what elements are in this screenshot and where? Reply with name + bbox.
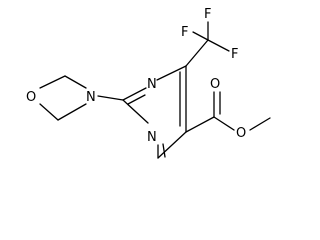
atom-o-ester: O <box>236 126 246 141</box>
bond-carbonyl-oester <box>213 116 235 131</box>
atom-o-carbonyl: O <box>210 77 220 92</box>
bond-n-morph-upper <box>64 75 87 89</box>
atom-n-morpholine: N <box>86 90 96 105</box>
bond-cf3-f-left <box>192 31 209 41</box>
molecule-structure: F F F N N N O O O <box>26 7 271 159</box>
structure-canvas: F F F N N N O O O <box>26 7 271 159</box>
bond-upper-o <box>39 75 66 89</box>
bond-c5-carbonyl <box>185 116 215 133</box>
bond-oester-methyl <box>249 117 271 131</box>
bond-n3-c2 <box>122 87 147 101</box>
bond-c6-c5 <box>157 131 187 159</box>
bond-n3-c2-inner <box>127 94 146 105</box>
atom-f-left: F <box>181 25 188 40</box>
pyrimidine-ring <box>122 65 187 159</box>
bond-c4-cf3 <box>185 39 209 67</box>
bond-c2-n-morph <box>97 95 124 101</box>
methyl-ester-group <box>185 91 271 133</box>
morpholine-ring <box>39 75 124 121</box>
atom-o-morpholine: O <box>26 90 36 105</box>
atom-f-top: F <box>204 7 211 22</box>
bond-lower-n-morph <box>57 103 87 121</box>
bond-c2-n1 <box>122 99 149 124</box>
atom-n-ring-lower: N <box>147 130 157 145</box>
trifluoromethyl-group <box>185 21 230 67</box>
bond-o-lower <box>39 103 59 121</box>
atom-n-ring-upper: N <box>147 77 157 92</box>
bond-cf3-f-right <box>207 39 230 52</box>
atom-f-right: F <box>231 47 238 62</box>
bond-n1-c6-inner <box>162 143 166 158</box>
bond-c4-n3 <box>156 65 187 81</box>
